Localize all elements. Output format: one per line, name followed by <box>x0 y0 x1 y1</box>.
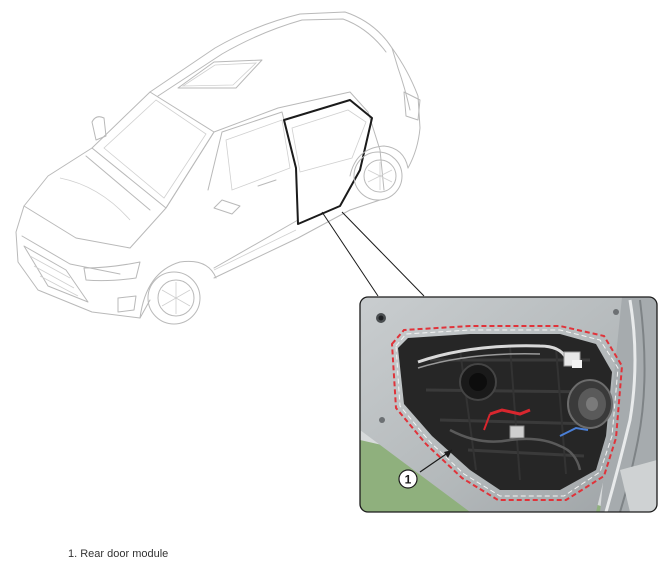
zoom-callout-lines <box>321 211 425 297</box>
detail-photo-frame <box>359 296 658 513</box>
car-outline-drawing <box>15 11 421 325</box>
seal-dashed-line <box>390 325 624 501</box>
callout-1-marker <box>398 469 418 489</box>
callout-1-number: 1 <box>405 473 412 487</box>
detail-photo <box>360 297 657 512</box>
legend-item-1: 1. Rear door module <box>68 548 169 560</box>
callout-arrowhead <box>444 450 452 458</box>
